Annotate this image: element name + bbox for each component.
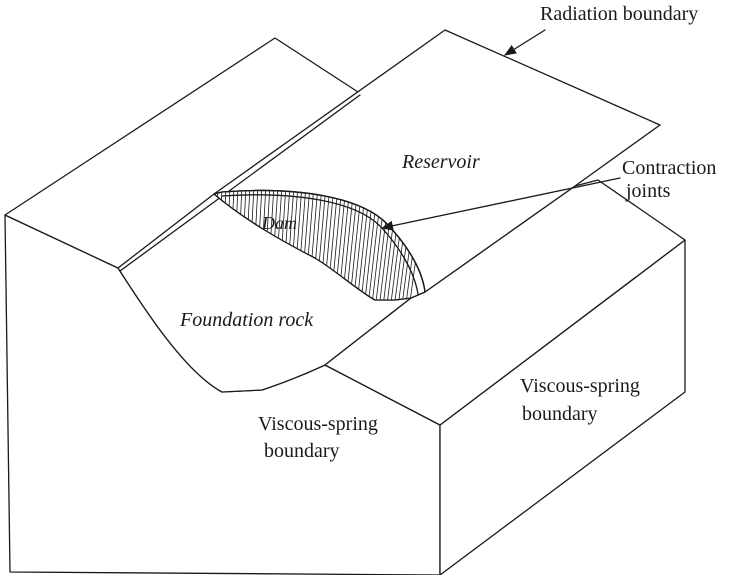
viscous-spring-front-label-2: boundary [264, 440, 340, 462]
radiation-boundary-label: Radiation boundary [540, 3, 698, 25]
contraction-joints-label-1: Contraction [622, 157, 716, 179]
viscous-spring-front-label-1: Viscous-spring [258, 413, 378, 435]
radiation-arrow [504, 29, 546, 56]
plateau-edge-line [119, 94, 361, 272]
right-terrain [324, 179, 686, 426]
viscous-spring-right-label-1: Viscous-spring [520, 375, 640, 397]
contraction-arrow [381, 177, 621, 231]
reservoir-label: Reservoir [401, 151, 480, 173]
viscous-spring-right-label-2: boundary [522, 403, 598, 425]
dam-body [213, 189, 426, 301]
foundation-rock-label: Foundation rock [179, 309, 314, 331]
contraction-joints-label-2: joints [625, 180, 671, 202]
dam-label: Dam [261, 213, 297, 233]
